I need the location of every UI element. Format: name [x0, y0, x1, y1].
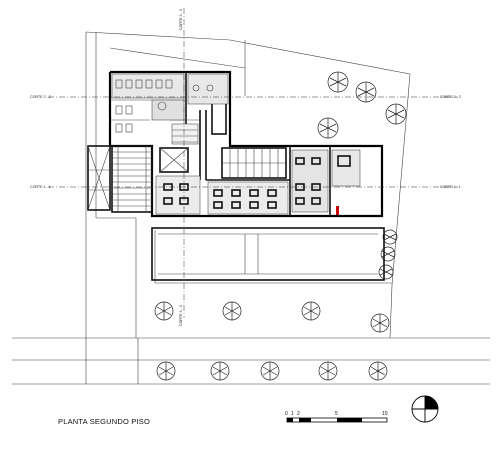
- scale-label-1: 1: [291, 411, 294, 417]
- upper-floor-hatch: [111, 73, 229, 145]
- tables: [163, 155, 351, 209]
- tree-12: [156, 361, 176, 381]
- section-label-1-right: CORTE 1 - 1: [440, 185, 461, 189]
- scale-label-2: 2: [297, 411, 300, 417]
- section-label-2-right: CORTE 2 - 2: [440, 95, 461, 99]
- tree-16: [368, 361, 388, 381]
- trees: [154, 71, 407, 381]
- north-arrow-icon: [411, 395, 439, 423]
- red-marker: [336, 206, 339, 215]
- lower-wing: [151, 227, 385, 281]
- section-label-1-left: CORTE 1 - 1: [30, 185, 51, 189]
- upper-fixtures: [115, 79, 214, 133]
- tree-15: [318, 361, 338, 381]
- tree-11: [370, 313, 390, 333]
- central-stairs: [221, 147, 287, 179]
- tree-14: [260, 361, 280, 381]
- tree-9: [222, 301, 242, 321]
- tree-10: [301, 301, 321, 321]
- scale-label-10: 10: [382, 411, 388, 417]
- drawing-title: PLANTA SEGUNDO PISO: [58, 417, 150, 426]
- tree-7: [378, 264, 394, 280]
- tree-5: [382, 229, 398, 245]
- scale-bar: 0 1 2 5 10: [285, 411, 388, 423]
- section-axes: [48, 8, 458, 318]
- tree-13: [210, 361, 230, 381]
- scale-label-0: 0: [285, 411, 288, 417]
- tree-3: [385, 103, 407, 125]
- stair-left: [111, 145, 153, 213]
- site-boundary: [85, 31, 411, 384]
- section-label-3-bottom: CORTE 3 - 3: [179, 305, 183, 326]
- tree-4: [317, 117, 339, 139]
- elevator-shaft: [159, 147, 189, 173]
- tree-1: [327, 71, 349, 93]
- section-label-2-left: CORTE 2 - 2: [30, 95, 51, 99]
- tree-2: [355, 81, 377, 103]
- street-lines: [12, 337, 490, 385]
- tree-8: [154, 301, 174, 321]
- tree-6: [380, 246, 396, 262]
- section-label-3-top: CORTE 3 - 3: [179, 9, 183, 30]
- scale-label-5: 5: [335, 411, 338, 417]
